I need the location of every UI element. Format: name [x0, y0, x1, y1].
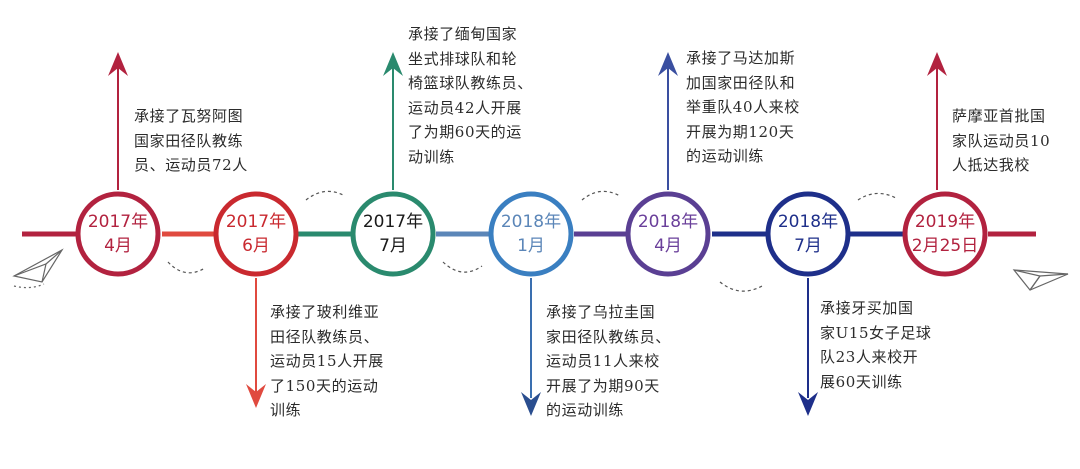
node-circle	[488, 191, 574, 277]
event-description: 承接牙买加国家U15女子足球队23人来校开展60天训练	[820, 296, 932, 394]
node-label-line: 2019年	[914, 212, 976, 232]
node-label-2018-04: 2018年 4月	[625, 191, 711, 277]
event-description: 承接了玻利维亚田径队教练员、运动员15人开展了150天的运动训练	[270, 300, 384, 423]
node-circle	[75, 191, 161, 277]
node-circle	[902, 191, 988, 277]
event-description-line: 国家田径队教练	[134, 131, 244, 150]
event-description-line: 坐式排球队和轮	[408, 49, 518, 68]
event-description-line: 田径队教练员、	[270, 327, 380, 346]
decorative-swirls	[167, 190, 897, 292]
node-label-2017-07: 2017年 7月	[350, 191, 436, 277]
event-description-line: 家U15女子足球	[820, 323, 932, 342]
arrow-head	[108, 52, 128, 76]
event-description-line: 家田径队教练员、	[546, 327, 671, 346]
arrow-head	[927, 52, 947, 76]
event-description-line: 运动员11人来校	[546, 352, 660, 370]
event-description-line: 动训练	[408, 147, 455, 166]
arrows	[108, 52, 947, 416]
node-label-line: 2017年	[225, 212, 287, 232]
arrow-head	[658, 52, 678, 76]
event-description-line: 开展了为期90天	[546, 376, 660, 395]
event-description-line: 训练	[270, 401, 302, 419]
node-circle	[625, 191, 711, 277]
swirl-decoration	[442, 261, 483, 273]
node-label-line: 2018年	[777, 212, 839, 232]
event-description-line: 队23人来校开	[820, 348, 919, 366]
swirl-decoration	[857, 192, 897, 201]
swirl-decoration	[305, 190, 346, 201]
swirl-decoration	[719, 281, 763, 292]
event-description-line: 了150天的运动	[270, 376, 379, 395]
event-description-line: 举重队40人来校	[686, 98, 800, 116]
event-description-line: 员、运动员72人	[134, 156, 248, 174]
event-description-line: 承接了乌拉圭国	[546, 303, 656, 321]
node-label-line: 2018年	[637, 212, 699, 232]
event-description-line: 承接牙买加国	[820, 299, 914, 317]
node-label-line: 2月25日	[911, 236, 979, 256]
event-description-line: 承接了马达加斯	[686, 49, 796, 67]
event-description: 承接了缅甸国家坐式排球队和轮椅篮球队教练员、运动员42人开展了为期60天的运动训…	[408, 22, 533, 169]
arrow-head	[798, 392, 818, 416]
arrow-head	[246, 384, 266, 408]
event-description-line: 展60天训练	[820, 372, 903, 391]
event-description-line: 运动员15人开展	[270, 352, 384, 370]
event-description-line: 人抵达我校	[952, 156, 1031, 174]
node-circle	[765, 191, 851, 277]
node-label-2018-01: 2018年 1月	[488, 191, 574, 277]
event-description-line: 承接了玻利维亚	[270, 303, 380, 321]
node-label-line: 2017年	[362, 212, 424, 232]
event-description-line: 开展为期120天	[686, 122, 795, 141]
event-description: 承接了瓦努阿图国家田径队教练员、运动员72人	[134, 104, 248, 178]
event-description-line: 承接了缅甸国家	[408, 25, 518, 43]
swirl-decoration	[581, 190, 621, 201]
node-label-line: 4月	[104, 236, 132, 256]
arrow-head	[383, 52, 403, 76]
event-description: 承接了马达加斯加国家田径队和举重队40人来校开展为期120天的运动训练	[686, 46, 800, 169]
node-label-line: 1月	[517, 236, 545, 256]
event-description-line: 的运动训练	[686, 147, 765, 165]
node-label-line: 7月	[379, 236, 407, 256]
event-description: 承接了乌拉圭国家田径队教练员、运动员11人来校开展了为期90天的运动训练	[546, 300, 671, 423]
node-label-line: 6月	[242, 236, 270, 256]
node-circle	[350, 191, 436, 277]
event-description-line: 承接了瓦努阿图	[134, 107, 244, 125]
nodes	[75, 191, 988, 277]
node-label-line: 2018年	[500, 212, 562, 232]
node-circle	[213, 191, 299, 277]
swirl-decoration	[167, 261, 206, 274]
node-label-2017-06: 2017年 6月	[213, 191, 299, 277]
event-description-line: 椅篮球队教练员、	[408, 74, 533, 92]
node-label-2018-07: 2018年 7月	[765, 191, 851, 277]
node-label-line: 2017年	[87, 212, 149, 232]
node-label-line: 4月	[654, 236, 682, 256]
paper-plane-icon	[1012, 269, 1069, 291]
event-description-line: 了为期60天的运	[408, 123, 522, 141]
event-description-line: 家队运动员10	[952, 131, 1051, 150]
event-description-line: 运动员42人开展	[408, 98, 522, 117]
node-label-2017-04: 2017年 4月	[75, 191, 161, 277]
paper-plane-icon	[12, 248, 64, 289]
arrow-head	[521, 392, 541, 416]
event-description-line: 萨摩亚首批国	[952, 107, 1046, 125]
event-description-line: 加国家田径队和	[686, 73, 796, 92]
event-description: 萨摩亚首批国家队运动员10 人抵达我校	[952, 104, 1050, 178]
node-label-line: 7月	[794, 236, 822, 256]
node-label-2019-02: 2019年 2月25日	[902, 191, 988, 277]
event-description-line: 的运动训练	[546, 401, 625, 419]
